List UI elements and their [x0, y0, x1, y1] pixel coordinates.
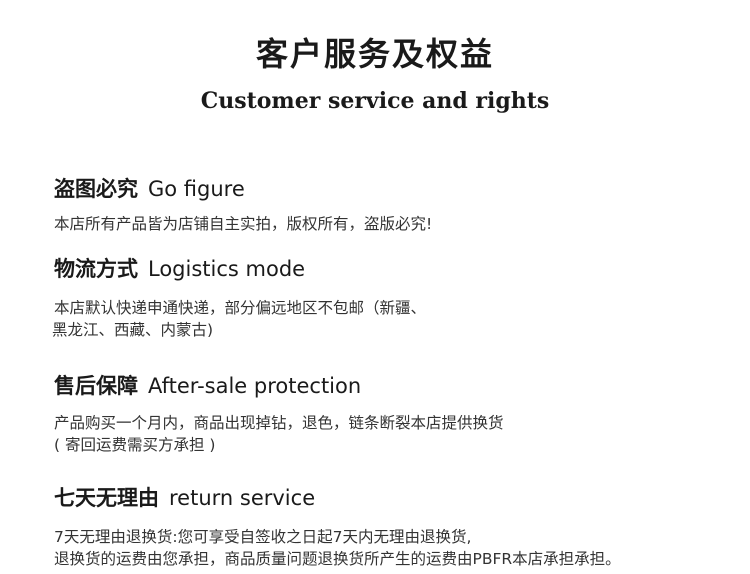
heading-english: Logistics mode: [148, 257, 306, 281]
section-return-service: 七天无理由 return service 7天无理由退换货:您可享受自签收之日起7…: [54, 484, 744, 570]
section-logistics: 物流方式 Logistics mode 本店默认快递申通快递，部分偏远地区不包邮（…: [52, 255, 744, 341]
heading-chinese: 七天无理由: [54, 486, 159, 510]
heading-chinese: 物流方式: [54, 257, 138, 281]
section-body: 本店所有产品皆为店铺自主实拍，版权所有，盗版必究!: [54, 213, 744, 235]
heading-english: After-sale protection: [148, 374, 362, 398]
section-heading: 售后保障 After-sale protection: [54, 372, 744, 400]
body-line: ( 寄回运费需买方承担 ): [54, 436, 216, 454]
body-line: 本店所有产品皆为店铺自主实拍，版权所有，盗版必究!: [54, 215, 433, 233]
section-body: 本店默认快递申通快递，部分偏远地区不包邮（新疆、 黑龙江、西藏、内蒙古): [52, 297, 744, 341]
section-heading: 盗图必究 Go figure: [54, 175, 744, 203]
heading-chinese: 盗图必究: [54, 177, 138, 201]
heading-english: return service: [169, 486, 316, 510]
section-after-sale: 售后保障 After-sale protection 产品购买一个月内，商品出现掉…: [54, 372, 744, 456]
heading-chinese: 售后保障: [54, 374, 138, 398]
body-line: 退换货的运费由您承担，商品质量问题退换货所产生的运费由PBFR本店承担承担。: [54, 550, 621, 568]
body-line: 7天无理由退换货:您可享受自签收之日起7天内无理由退换货,: [54, 528, 472, 546]
section-heading: 物流方式 Logistics mode: [54, 255, 744, 283]
section-copyright: 盗图必究 Go figure 本店所有产品皆为店铺自主实拍，版权所有，盗版必究!: [54, 175, 744, 235]
section-body: 产品购买一个月内，商品出现掉钻，退色，链条断裂本店提供换货 ( 寄回运费需买方承…: [54, 412, 744, 456]
body-line: 黑龙江、西藏、内蒙古): [52, 321, 214, 339]
page-title: 客户服务及权益: [255, 35, 494, 73]
section-heading: 七天无理由 return service: [54, 484, 744, 512]
section-body: 7天无理由退换货:您可享受自签收之日起7天内无理由退换货, 退换货的运费由您承担…: [54, 526, 744, 570]
page-subtitle: Customer service and rights: [200, 88, 550, 114]
body-line: 产品购买一个月内，商品出现掉钻，退色，链条断裂本店提供换货: [54, 414, 504, 432]
body-line: 本店默认快递申通快递，部分偏远地区不包邮（新疆、: [54, 299, 427, 317]
heading-english: Go figure: [148, 177, 245, 201]
